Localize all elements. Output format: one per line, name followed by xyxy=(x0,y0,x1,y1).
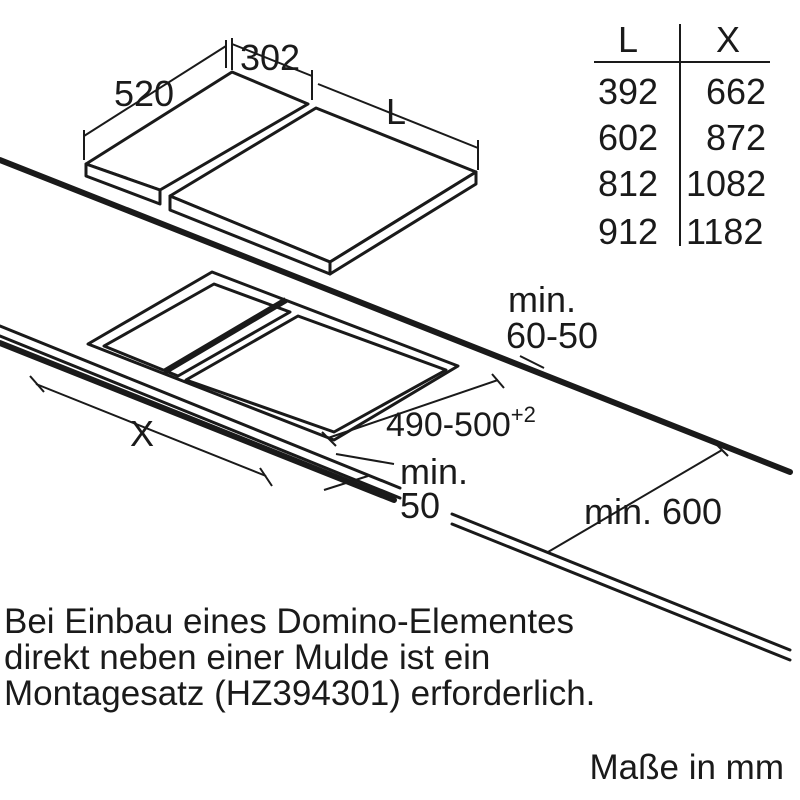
appliance-right-side xyxy=(328,170,478,276)
label-width-302: 302 xyxy=(240,37,300,78)
cutout-outer xyxy=(86,270,460,442)
note-line: direkt neben einer Mulde ist ein xyxy=(4,638,491,677)
label-length-L: L xyxy=(386,91,406,132)
table-header-X: X xyxy=(716,19,740,60)
label-edge-50: 50 xyxy=(400,485,440,526)
label-cutout-depth-value: 490-500 xyxy=(386,406,511,444)
table-cell-X: 1182 xyxy=(686,211,763,252)
dim-line-min600 xyxy=(547,449,723,553)
dim-line-L xyxy=(317,83,479,149)
table-cell-L: 812 xyxy=(598,163,658,204)
label-cutout-depth-tolerance: +2 xyxy=(511,402,536,427)
worktop-front-edge-right-lower xyxy=(450,522,792,662)
table-cell-L: 912 xyxy=(598,211,658,252)
dim-line-min50-b xyxy=(323,475,369,491)
worktop-front-edge-lower xyxy=(0,334,402,500)
label-cutout-depth: 490-500+2 xyxy=(386,402,536,444)
table-cell-L: 392 xyxy=(598,71,658,112)
note-line: Montagesatz (HZ394301) erforderlich. xyxy=(4,674,596,713)
note-line: Bei Einbau eines Domino-Elementes xyxy=(4,602,575,641)
dim-tick xyxy=(29,375,45,393)
table-cell-X: 872 xyxy=(706,117,766,158)
table-cell-X: 662 xyxy=(706,71,766,112)
cutout-divider xyxy=(162,297,288,375)
worktop-front-edge-right-upper xyxy=(450,512,792,652)
size-table: L X 392 662 602 872 812 1082 912 1182 xyxy=(594,19,770,252)
appliance-left-face xyxy=(84,162,162,206)
dimension-lines xyxy=(29,38,729,553)
label-thickness-min: min. xyxy=(508,279,576,320)
installation-note: Bei Einbau eines Domino-Elementes direkt… xyxy=(4,604,794,712)
domino-appliances xyxy=(84,70,478,276)
label-edge-min: min. xyxy=(400,451,468,492)
dim-tick xyxy=(259,467,273,487)
dim-tick xyxy=(321,431,337,447)
countertop-lines xyxy=(0,157,793,662)
table-cell-X: 1082 xyxy=(686,163,766,204)
dim-tick xyxy=(715,443,729,457)
dim-line-X xyxy=(35,383,267,477)
dim-line-min50 xyxy=(335,453,395,465)
dim-line-520 xyxy=(83,45,227,137)
cutout-inner-right xyxy=(184,314,448,434)
table-header-L: L xyxy=(618,19,638,60)
label-depth-520: 520 xyxy=(114,73,174,114)
label-thickness-60-50: 60-50 xyxy=(506,315,598,356)
cutout xyxy=(86,270,460,442)
worktop-back-edge xyxy=(0,157,793,475)
worktop-front-face xyxy=(0,340,397,503)
units-label: Maße in mm xyxy=(589,748,784,787)
table-cell-L: 602 xyxy=(598,117,658,158)
label-wall-min600: min. 600 xyxy=(584,491,722,532)
dim-line-60-50 xyxy=(519,355,545,369)
worktop-front-edge-upper xyxy=(0,324,402,490)
dim-tick xyxy=(491,373,505,389)
dim-line-302 xyxy=(231,43,313,77)
dim-line-490-500 xyxy=(327,379,499,439)
label-cutout-X: X xyxy=(130,413,154,454)
cutout-inner-left xyxy=(102,282,292,378)
